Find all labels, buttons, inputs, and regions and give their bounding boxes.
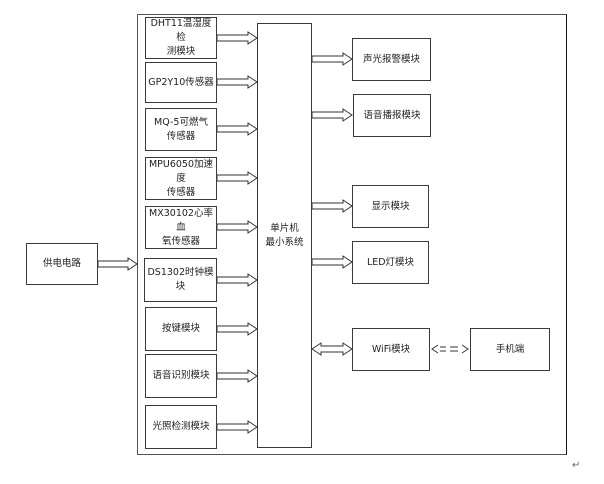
input-arrow-6 <box>216 322 258 336</box>
input-light-sensor-block: 光照检测模块 <box>145 405 217 449</box>
input-arrow-8 <box>216 420 258 434</box>
input-arrow-2 <box>216 122 258 136</box>
input-dht11-block: DHT11温湿度检 测模块 <box>145 17 217 59</box>
input-arrow-1 <box>216 75 258 89</box>
input-keys-label: 按键模块 <box>161 323 200 334</box>
output-arrow-2 <box>311 199 353 213</box>
input-mq5-block: MQ-5可燃气 传感器 <box>145 108 217 151</box>
mcu-block: 单片机 最小系统 <box>257 23 312 448</box>
paragraph-mark: ↵ <box>572 460 581 471</box>
wifi-phone-dashed-arrow <box>431 344 469 354</box>
input-mpu6050-label: MPU6050加速度 传感器 <box>148 158 214 198</box>
output-display-label: 显示模块 <box>371 200 410 212</box>
input-keys-block: 按键模块 <box>145 307 217 351</box>
phone-block: 手机端 <box>470 328 550 371</box>
output-arrow-3 <box>311 255 353 269</box>
input-arrow-3 <box>216 171 258 185</box>
mcu-wifi-double-arrow <box>311 342 353 356</box>
input-arrow-4 <box>216 220 258 234</box>
input-voice-recognition-label: 语音识别模块 <box>152 370 210 381</box>
output-arrow-1 <box>311 108 353 122</box>
input-max30102-label: MX30102心率血 氧传感器 <box>149 207 213 247</box>
mcu-label: 单片机 最小系统 <box>265 222 304 248</box>
wifi-module-label: WiFi模块 <box>371 343 411 355</box>
input-dht11-label: DHT11温湿度检 测模块 <box>150 18 212 57</box>
input-arrow-5 <box>216 273 258 287</box>
input-max30102-block: MX30102心率血 氧传感器 <box>145 206 217 249</box>
input-gp2y10-label: GP2Y10传感器 <box>148 76 214 88</box>
output-led-label: LED灯模块 <box>366 256 415 268</box>
input-arrow-0 <box>216 31 258 45</box>
input-arrow-7 <box>216 369 258 383</box>
output-voice-broadcast-block: 语音播报模块 <box>353 94 431 137</box>
power-supply-block: 供电电路 <box>26 243 98 285</box>
input-mq5-label: MQ-5可燃气 传感器 <box>154 116 208 142</box>
output-voice-broadcast-label: 语音播报模块 <box>363 109 421 121</box>
output-led-block: LED灯模块 <box>352 241 429 284</box>
output-display-block: 显示模块 <box>352 185 429 228</box>
wifi-module-block: WiFi模块 <box>352 328 430 371</box>
output-arrow-0 <box>311 52 353 66</box>
input-ds1302-block: DS1302时钟模块 <box>144 258 217 302</box>
power-to-system-arrow <box>97 257 138 271</box>
system-boundary <box>137 14 567 455</box>
phone-label: 手机端 <box>495 343 525 355</box>
output-alarm-label: 声光报警模块 <box>362 53 420 65</box>
input-mpu6050-block: MPU6050加速度 传感器 <box>145 157 217 200</box>
output-alarm-block: 声光报警模块 <box>352 38 431 81</box>
input-light-sensor-label: 光照检测模块 <box>152 421 210 432</box>
power-supply-label: 供电电路 <box>42 258 81 269</box>
input-ds1302-label: DS1302时钟模块 <box>147 267 214 292</box>
input-voice-recognition-block: 语音识别模块 <box>145 354 217 398</box>
input-gp2y10-block: GP2Y10传感器 <box>145 62 217 103</box>
